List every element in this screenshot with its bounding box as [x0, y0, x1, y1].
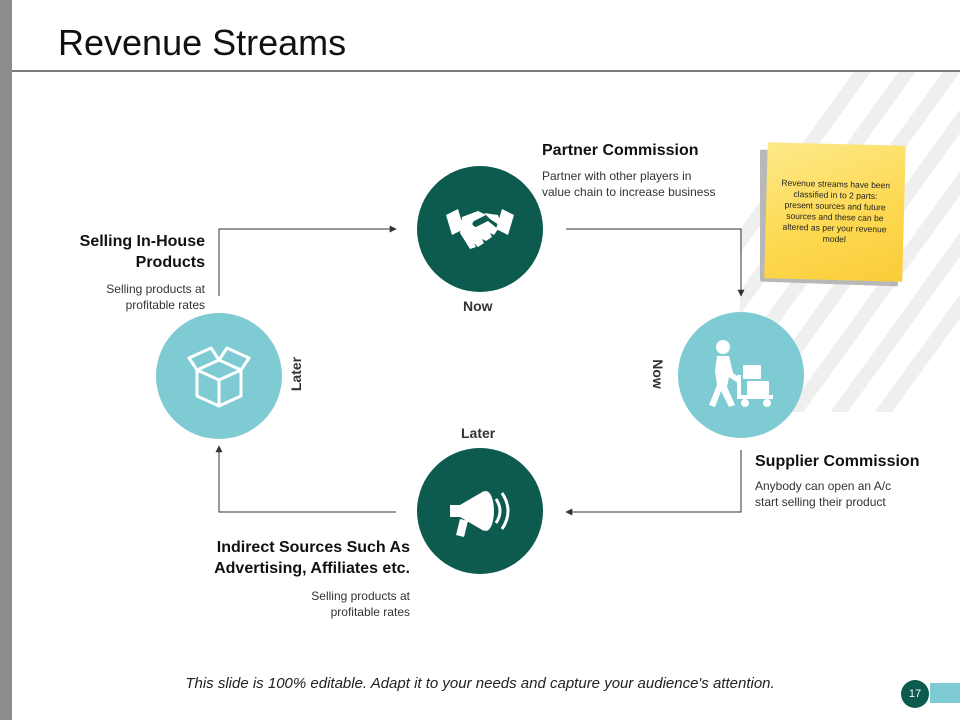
inhouse-circle	[156, 313, 282, 439]
supplier-circle	[678, 312, 804, 438]
indirect-desc-line: profitable rates	[330, 605, 410, 619]
partner-title: Partner Commission	[542, 142, 699, 159]
indirect-title: Indirect Sources Such As Advertising, Af…	[150, 537, 410, 579]
partner-desc-line: value chain to increase business	[542, 185, 716, 199]
page-number-badge: 17	[901, 680, 929, 708]
slide-title: Revenue Streams	[58, 22, 347, 63]
inhouse-title-line: Selling In-House	[79, 233, 205, 250]
inhouse-title-line: Products	[135, 254, 205, 271]
indirect-title-line: Advertising, Affiliates etc.	[214, 560, 410, 577]
supplier-title: Supplier Commission	[755, 453, 920, 470]
arrow-indirect-to-inhouse	[215, 445, 396, 513]
indirect-description: Selling products at profitable rates	[250, 588, 410, 620]
inhouse-desc-line: Selling products at	[106, 282, 205, 296]
inhouse-phase-label: Later	[288, 356, 304, 392]
arrow-supplier-to-indirect	[565, 450, 742, 516]
megaphone-icon	[450, 491, 510, 537]
delivery-worker-icon	[709, 340, 773, 407]
arrow-inhouse-to-partner	[218, 225, 397, 296]
inhouse-description: Selling products at profitable rates	[45, 281, 205, 313]
open-box-icon	[187, 346, 251, 408]
partner-desc-line: Partner with other players in	[542, 169, 692, 183]
title-divider	[12, 70, 960, 72]
supplier-desc-line: Anybody can open an A/c	[755, 479, 892, 493]
inhouse-desc-line: profitable rates	[125, 298, 205, 312]
page-number-tab	[930, 683, 960, 703]
handshake-icon	[446, 209, 514, 249]
sticky-note-paper: Revenue streams have been classified in …	[764, 142, 906, 282]
sticky-note: Revenue streams have been classified in …	[760, 142, 906, 287]
partner-circle	[417, 166, 543, 292]
supplier-description: Anybody can open an A/c start selling th…	[755, 478, 891, 510]
indirect-title-line: Indirect Sources Such As	[216, 539, 410, 556]
footer-caption: This slide is 100% editable. Adapt it to…	[185, 675, 775, 692]
arrow-partner-to-supplier	[566, 228, 745, 297]
left-accent-bar	[0, 0, 12, 720]
inhouse-title: Selling In-House Products	[40, 231, 205, 273]
supplier-desc-line: start selling their product	[755, 495, 886, 509]
partner-description: Partner with other players in value chai…	[542, 168, 715, 200]
partner-phase-label: Now	[463, 298, 493, 314]
sticky-note-text: Revenue streams have been classified in …	[781, 177, 891, 245]
indirect-circle	[417, 448, 543, 574]
supplier-phase-label: Now	[650, 359, 666, 389]
indirect-phase-label: Later	[461, 425, 496, 441]
indirect-desc-line: Selling products at	[311, 589, 410, 603]
